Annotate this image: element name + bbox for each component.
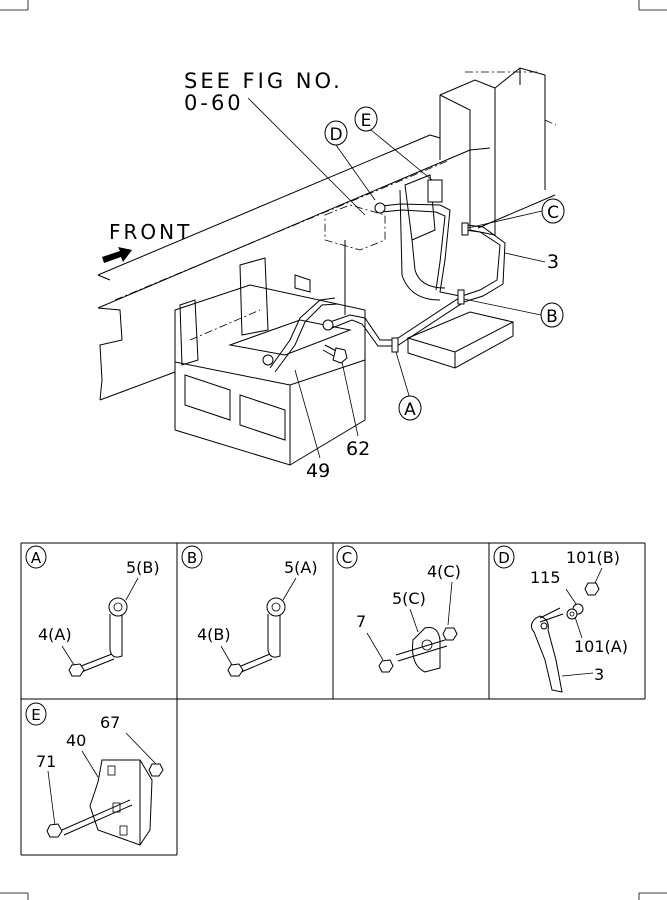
battery-box (174, 284, 366, 466)
panel-e-part-bolt: 71 (36, 752, 56, 771)
detail-panel-b: B 5(A) 4(B) (181, 545, 318, 677)
part-number-62: 62 (346, 438, 370, 460)
panel-c-part-clip: 5(C) (392, 589, 426, 608)
panel-c-letter: C (342, 549, 352, 567)
panel-c-part-bolt: 4(C) (427, 562, 461, 581)
panel-e-part-bracket: 40 (66, 731, 86, 750)
front-arrow-icon (102, 247, 132, 263)
front-label: FRONT (109, 220, 192, 244)
panel-a-part-clip: 5(B) (126, 558, 160, 577)
bolt-62 (322, 344, 348, 364)
main-view (97, 67, 557, 466)
svg-text:A: A (404, 400, 416, 420)
rear-bracket (344, 67, 557, 315)
callout-c: C (541, 198, 565, 224)
callout-b: B (540, 302, 564, 328)
frame-posts (179, 257, 269, 366)
leader-lines (247, 97, 546, 459)
detail-panel-e: E 67 40 71 (25, 702, 164, 846)
panel-d-part-washer: 115 (530, 568, 561, 587)
panel-d-part-cable: 3 (594, 665, 604, 684)
detail-grid (20, 542, 646, 856)
detail-panel-d: D 101(B) 115 101(A) 3 (493, 545, 628, 693)
cable-terminals (262, 179, 469, 366)
frame-rail (97, 134, 491, 401)
battery-cables (269, 203, 506, 373)
part-number-49: 49 (306, 460, 330, 482)
panel-c-part-nut: 7 (356, 612, 366, 631)
battery-tray (406, 311, 515, 369)
panel-d-letter: D (498, 549, 510, 567)
part-number-3: 3 (547, 251, 559, 273)
svg-text:B: B (546, 307, 558, 327)
panel-d-part-nut: 101(B) (566, 548, 620, 567)
panel-e-letter: E (31, 706, 40, 724)
panel-b-part-bolt: 4(B) (197, 625, 231, 644)
detail-panel-a: A 5(B) 4(A) (25, 545, 160, 677)
panel-d-part-terminal: 101(A) (574, 637, 628, 656)
svg-text:D: D (329, 125, 342, 145)
callout-d: D (324, 120, 348, 146)
panel-e-part-nut: 67 (100, 713, 120, 732)
panel-a-letter: A (31, 549, 42, 567)
callout-a: A (398, 395, 422, 421)
svg-text:E: E (361, 111, 372, 131)
panel-b-letter: B (187, 549, 197, 567)
callout-e: E (354, 106, 378, 132)
panel-a-part-bolt: 4(A) (38, 625, 72, 644)
detail-panel-c: C 4(C) 5(C) 7 (336, 545, 461, 673)
reference-note-line1: SEE FIG NO. (184, 69, 343, 93)
reference-bracket-outline (324, 204, 386, 251)
panel-b-part-clip: 5(A) (284, 558, 318, 577)
svg-text:C: C (547, 203, 559, 223)
reference-note-line2: 0-60 (184, 91, 244, 115)
